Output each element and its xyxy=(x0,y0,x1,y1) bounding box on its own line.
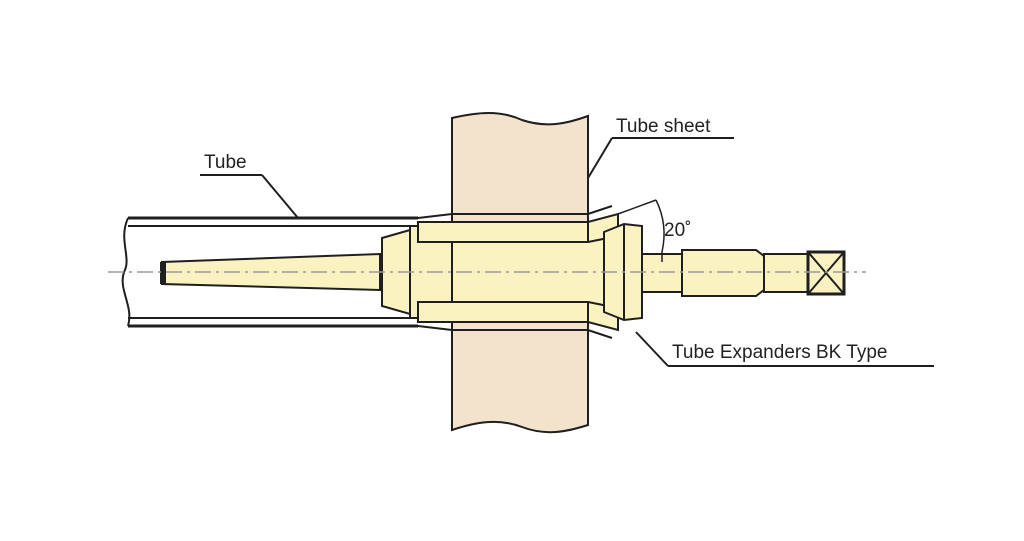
tube xyxy=(121,205,613,339)
drive-shaft xyxy=(641,249,809,297)
tube-label: Tube xyxy=(204,152,247,173)
tube-sheet-leader xyxy=(587,137,734,179)
expander-body xyxy=(381,212,643,332)
expander-label: Tube Expanders BK Type xyxy=(672,342,887,363)
square-drive-icon xyxy=(806,250,846,296)
expander-leader xyxy=(635,331,934,367)
angle-indicator xyxy=(617,199,665,262)
mandrel-tip xyxy=(160,262,166,284)
tube-leader xyxy=(200,174,299,219)
angle-label: 20˚ xyxy=(664,220,691,241)
tube-sheet-label: Tube sheet xyxy=(616,116,711,137)
